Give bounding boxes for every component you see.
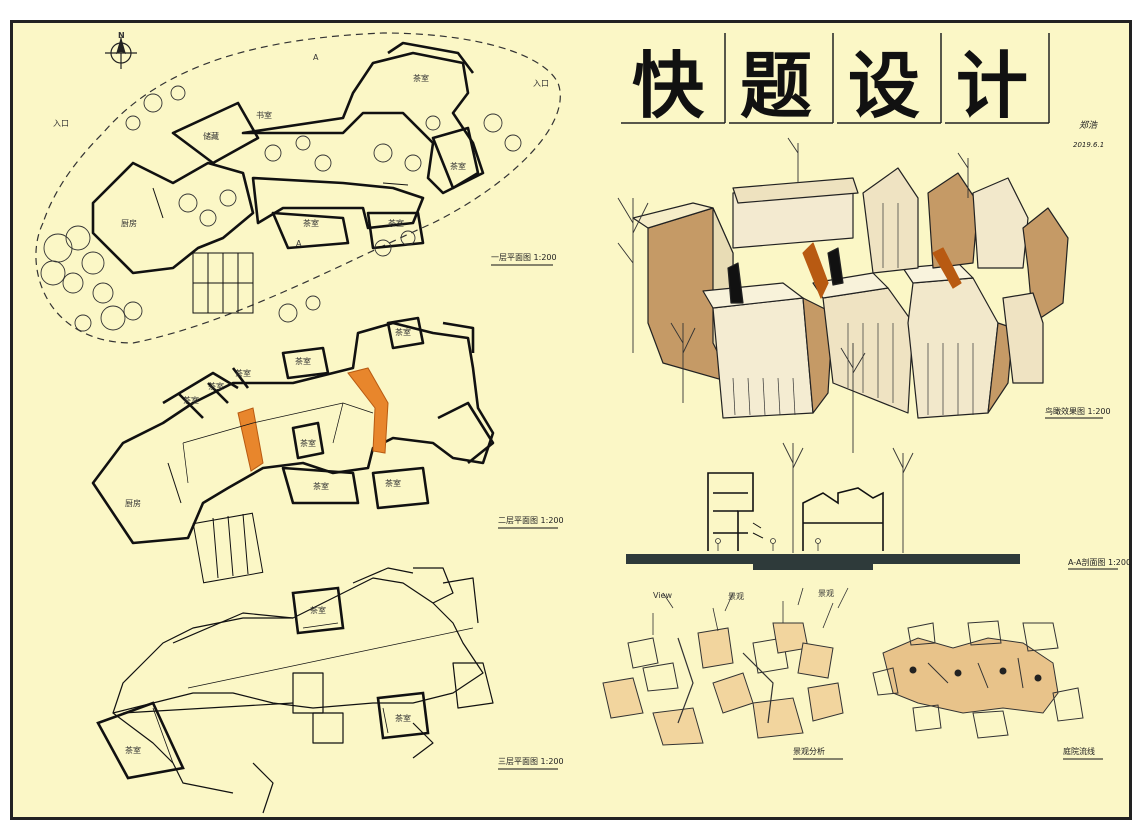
section-trees	[782, 442, 914, 553]
section-view	[626, 472, 1020, 570]
plan2-room-tea-7: 茶室	[313, 482, 329, 491]
plan1-stairs	[152, 182, 409, 314]
plan2-room-tea-8: 茶室	[385, 479, 401, 488]
plan1-room-tea-2: 茶室	[388, 219, 404, 228]
plan2-room-tea-5: 茶室	[395, 328, 411, 337]
title-frames	[621, 33, 1050, 124]
title-char-3: 设	[847, 43, 920, 128]
plan1-room-tea-4: 茶室	[450, 162, 466, 171]
signature-date: 2019.6.1	[1073, 141, 1105, 149]
entry-label-1: 入口	[53, 119, 69, 128]
axonometric-caption: 鸟瞰效果图 1:200	[1045, 407, 1111, 416]
section-mark-a2: A	[313, 53, 319, 62]
entry-label-2: 入口	[533, 79, 549, 88]
drawing-canvas	[35, 32, 1118, 814]
section-people	[715, 538, 821, 551]
drawing-sheet: 快 题 设 计 郑浩 2019.6.1	[10, 20, 1132, 820]
plan2-room-tea-6: 茶室	[300, 439, 316, 448]
analysis1-caption: 景观分析	[793, 747, 825, 756]
analysis2-spots	[909, 666, 1042, 682]
plan2-room-kitchen: 厨房	[125, 499, 141, 508]
plan2-room-tea-2: 茶室	[208, 382, 224, 391]
plan2-walls	[91, 316, 495, 545]
site-boundary	[35, 32, 561, 344]
analysis1-diagram	[602, 622, 844, 746]
north-arrow-icon	[105, 36, 137, 69]
axonometric-view	[632, 167, 1069, 419]
analysis1-arrows	[652, 587, 849, 724]
analysis2-diagram	[872, 620, 1084, 739]
section-caption: A-A剖面图 1:200	[1068, 558, 1132, 567]
analysis-label-view: View	[653, 591, 672, 600]
axonometric-stripes	[732, 203, 974, 416]
signature-name: 郑浩	[1079, 121, 1098, 131]
plan2-room-tea-1: 茶室	[183, 396, 199, 405]
plan1-trees	[40, 85, 522, 332]
plan2-stairs	[167, 402, 374, 584]
plan2-caption: 二层平面图 1:200	[498, 516, 564, 525]
title-char-2: 题	[739, 43, 812, 128]
plan2-room-tea-3: 茶室	[235, 369, 251, 378]
plan1-room-storage: 储藏	[203, 132, 219, 141]
plan2-orange-stairs	[237, 367, 389, 472]
section-mark-a1: A	[296, 239, 302, 248]
plan3-room-tea-1: 茶室	[310, 606, 326, 615]
plan3-room-tea-2: 茶室	[395, 714, 411, 723]
plan3-solid-walls	[96, 586, 430, 780]
plan1-room-tea-1: 茶室	[303, 219, 319, 228]
plan1-room-book: 书室	[256, 111, 272, 120]
plan3-room-tea-3: 茶室	[125, 746, 141, 755]
plan2-room-tea-4: 茶室	[295, 357, 311, 366]
plan3-caption: 三层平面图 1:200	[498, 757, 564, 766]
plan1-walls	[91, 41, 485, 275]
plan1-caption: 一层平面图 1:200	[491, 253, 557, 262]
analysis2-caption: 庭院流线	[1063, 747, 1095, 756]
title-char-1: 快	[631, 43, 704, 128]
plan3-walls	[112, 567, 494, 814]
title-char-4: 计	[955, 43, 1028, 128]
north-label: N	[118, 31, 125, 40]
analysis-label-landscape-2: 景观	[818, 589, 834, 598]
plan1-room-kitchen: 厨房	[121, 219, 137, 228]
plan1-room-tea-3: 茶室	[413, 74, 429, 83]
plan3-stairs	[152, 622, 389, 764]
axonometric-trees	[617, 137, 969, 453]
analysis-label-landscape-1: 景观	[728, 592, 744, 601]
